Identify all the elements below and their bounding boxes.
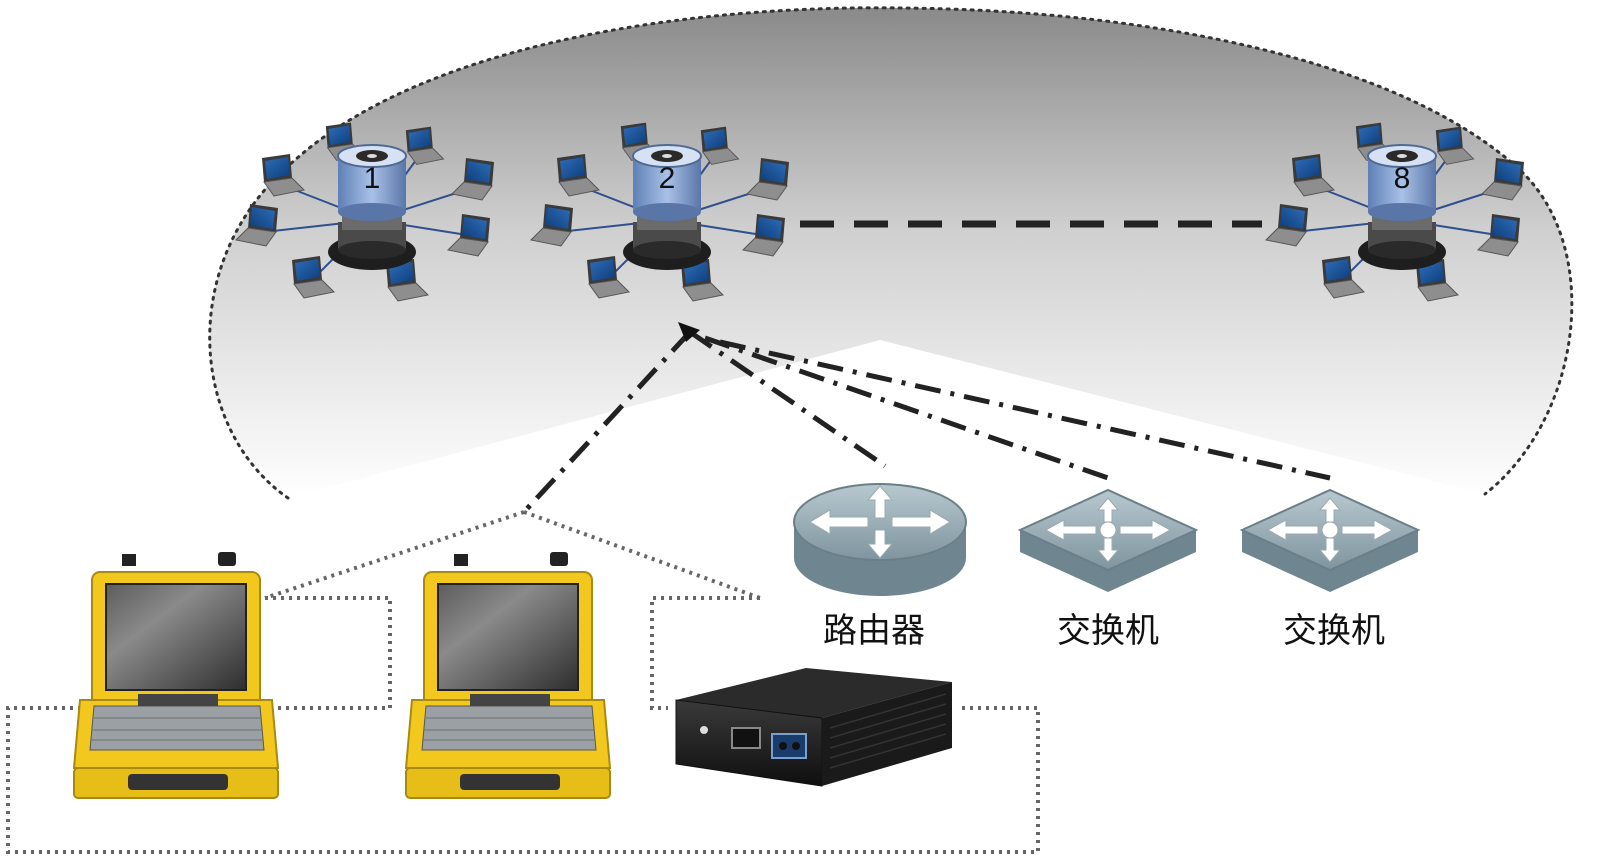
ethernet-port-icon	[731, 727, 761, 749]
router-device	[793, 483, 967, 596]
cluster-2: 2	[530, 122, 790, 302]
cluster-1: 1	[235, 122, 495, 302]
equipment-zoom-outline	[6, 510, 1040, 854]
switch-label: 交换机	[1283, 611, 1385, 651]
cluster-number: 1	[364, 162, 381, 195]
cluster-number: 8	[1394, 162, 1411, 195]
cloud-zone	[209, 7, 1572, 499]
media-converter-box	[675, 668, 952, 787]
switch-arrows-icon	[1266, 497, 1394, 563]
router-label: 路由器	[823, 611, 925, 651]
router-arrows-icon	[809, 485, 951, 559]
rugged-laptop-1	[72, 552, 280, 799]
device-links	[522, 329, 1331, 514]
switch-device	[1239, 488, 1421, 592]
cluster-number: 2	[659, 162, 676, 195]
link-origin-arrow	[678, 322, 700, 342]
power-led-icon	[700, 726, 708, 734]
switch-label: 交换机	[1057, 611, 1159, 651]
cloud-zone-border	[208, 6, 1574, 500]
cluster-8: 8	[1265, 122, 1525, 302]
switch-device	[1017, 488, 1199, 592]
rugged-laptop-2	[404, 552, 612, 799]
switch-arrows-icon	[1044, 497, 1172, 563]
fiber-port-icon	[771, 733, 807, 759]
